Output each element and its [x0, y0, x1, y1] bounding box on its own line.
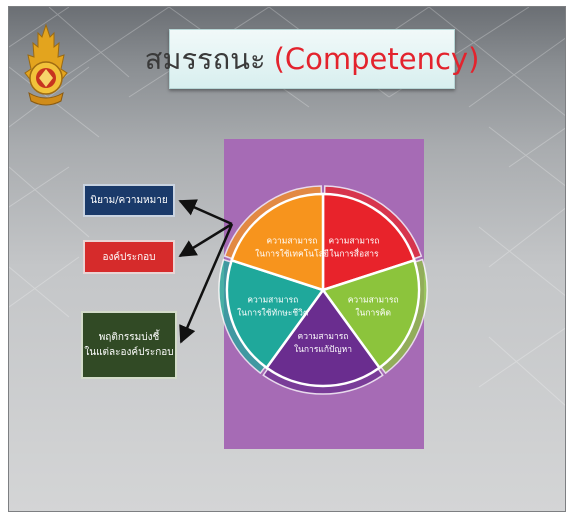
- wheel-segment-3: [264, 287, 382, 388]
- behavior-label-line2: ในแต่ละองค์ประกอบ: [84, 347, 174, 358]
- connector-arrows: [178, 199, 234, 344]
- segment-1-label-line2: ในการสื่อสาร: [329, 247, 379, 259]
- behavior-indicator-box: พฤติกรรมบ่งชี้ ในแต่ละองค์ประกอบ: [81, 311, 177, 379]
- title-thai: สมรรถนะ: [144, 42, 266, 76]
- wheel-segment-4: [225, 258, 326, 370]
- arrow-to-components: [178, 222, 233, 258]
- segment-5-label-line1: ความสามารถ: [267, 236, 318, 246]
- wheel-segment-1: [321, 192, 416, 292]
- title-english: (Competency): [273, 42, 480, 76]
- segment-4-label-line1: ความสามารถ: [247, 295, 298, 305]
- wheel-segment-5: [230, 192, 325, 292]
- wheel-segment-2: [320, 258, 421, 370]
- segment-2-label-line2: ในการคิด: [355, 307, 391, 318]
- title-banner: สมรรถนะ (Competency): [145, 29, 479, 89]
- arrow-to-definition: [178, 199, 233, 226]
- segment-1-label-line1: ความสามารถ: [329, 236, 380, 246]
- segment-4-label-line2: ในการใช้ทักษะชีวิต: [237, 307, 308, 318]
- behavior-label-line1: พฤติกรรมบ่งชี้: [98, 332, 160, 343]
- school-emblem-logo: [24, 23, 68, 106]
- definition-label: นิยาม/ความหมาย: [90, 195, 168, 206]
- components-label: องค์ประกอบ: [102, 251, 156, 263]
- segment-3-label-line2: ในการแก้ปัญหา: [294, 344, 352, 355]
- segment-3-label-line1: ความสามารถ: [298, 332, 349, 342]
- definition-box: นิยาม/ความหมาย: [83, 184, 175, 217]
- components-box: องค์ประกอบ: [83, 240, 175, 274]
- arrow-to-behavior: [179, 223, 234, 344]
- segment-5-label-line2: ในการใช้เทคโนโลยี: [255, 248, 329, 259]
- segment-2-label-line1: ความสามารถ: [348, 295, 399, 305]
